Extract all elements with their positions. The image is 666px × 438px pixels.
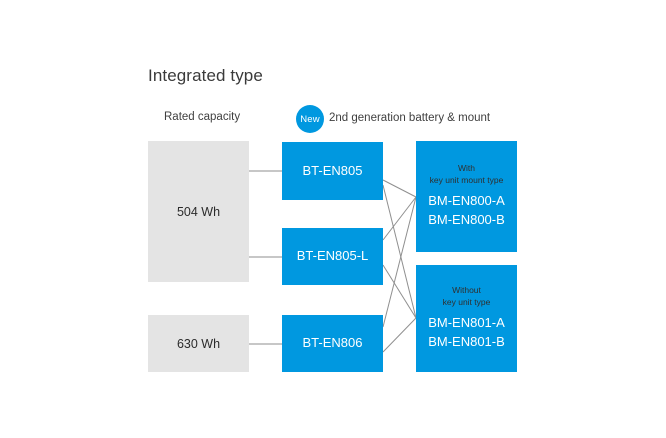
link-en806-en800 (382, 196, 417, 328)
mount-subtitle-line1: With (458, 163, 475, 174)
mount-model-a: BM-EN801-A (428, 315, 505, 331)
battery-label: BT-EN805 (302, 162, 363, 178)
mount-subtitle-line2: key unit mount type (429, 174, 504, 185)
mount-model-a: BM-EN800-A (428, 193, 505, 209)
link-en806-en801 (382, 317, 417, 353)
battery-node-bt-en805[interactable]: BT-EN805 (282, 142, 383, 200)
new-badge: New (296, 105, 324, 133)
link-en805l-en800 (382, 196, 417, 241)
column-header-battery-mount: 2nd generation battery & mount (329, 112, 491, 124)
link-en805-en801 (382, 184, 417, 319)
mount-subtitle: Without key unit type (443, 285, 491, 308)
mount-node-bm-en801[interactable]: Without key unit type BM-EN801-A BM-EN80… (416, 265, 517, 372)
battery-node-bt-en806[interactable]: BT-EN806 (282, 315, 383, 372)
mount-model-b: BM-EN800-B (428, 211, 505, 227)
mount-subtitle-line2: key unit type (442, 296, 491, 307)
battery-label: BT-EN806 (302, 335, 363, 351)
battery-label: BT-EN805-L (296, 248, 369, 264)
capacity-node-504[interactable]: 504 Wh (148, 141, 249, 282)
link-en805-en800 (382, 179, 417, 198)
link-en805l-en801 (382, 264, 417, 319)
mount-model-b: BM-EN801-B (428, 333, 505, 349)
mount-subtitle-line1: Without (452, 285, 481, 296)
capacity-node-630[interactable]: 630 Wh (148, 315, 249, 372)
battery-node-bt-en805-l[interactable]: BT-EN805-L (282, 228, 383, 285)
column-header-rated-capacity: Rated capacity (164, 111, 241, 123)
capacity-label: 630 Wh (176, 336, 221, 351)
page-title: Integrated type (148, 66, 263, 85)
capacity-label: 504 Wh (176, 204, 221, 219)
mount-node-bm-en800[interactable]: With key unit mount type BM-EN800-A BM-E… (416, 141, 517, 252)
mount-subtitle: With key unit mount type (430, 163, 504, 186)
